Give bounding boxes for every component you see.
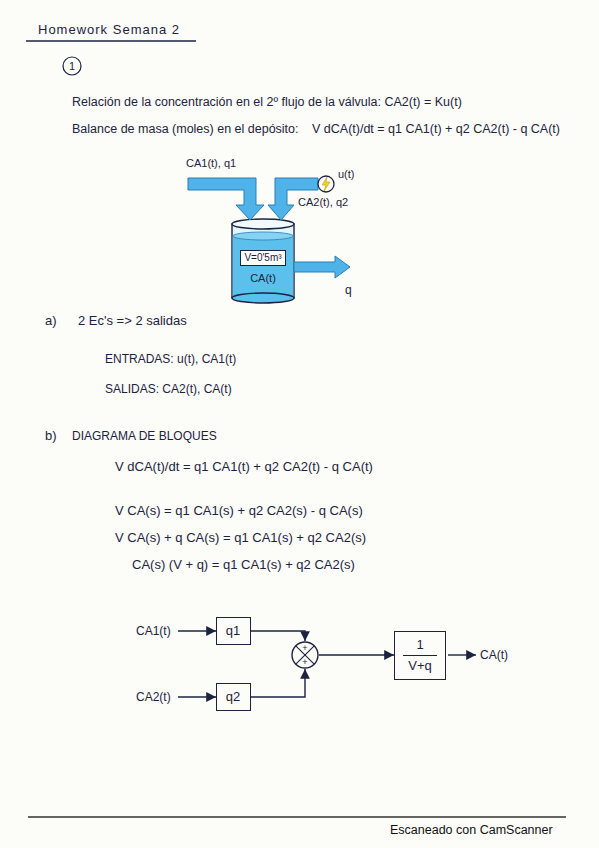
input-line — [178, 630, 216, 631]
outflow-arrow — [294, 256, 350, 278]
block-text: q2 — [226, 689, 240, 705]
summing-junction: ++ — [291, 641, 319, 669]
signal-connector — [319, 654, 394, 655]
signal-label: CA1(t) — [136, 624, 171, 638]
page-title: Homework Semana 2 — [38, 22, 180, 38]
water-surface — [233, 232, 294, 240]
equation: V dCA(t)/dt = q1 CA1(t) + q2 CA2(t) - q … — [115, 459, 373, 475]
note: 2 Ec's => 2 salidas — [78, 313, 187, 329]
watermark: Escaneado con CamScanner — [390, 823, 553, 838]
signal-connector — [251, 669, 306, 697]
tank-top — [232, 219, 294, 229]
signal-label: u(t) — [338, 168, 355, 181]
signal-label: CA(t) — [480, 648, 508, 662]
equation: V dCA(t)/dt = q1 CA1(t) + q2 CA2(t) - q … — [312, 122, 560, 137]
block-text: V+q — [408, 656, 432, 674]
tank-bottom — [232, 293, 294, 303]
valve-symbol — [318, 176, 334, 192]
title-underline — [26, 40, 196, 42]
block-text: q1 — [226, 623, 240, 639]
actuator-bolt — [322, 177, 330, 191]
note: ENTRADAS: u(t), CA1(t) — [105, 352, 236, 366]
transfer-block: 1V+q — [394, 631, 446, 680]
tank-text: V=0'5m³ — [240, 250, 285, 266]
equation: V CA(s) + q CA(s) = q1 CA1(s) + q2 CA2(s… — [115, 530, 366, 546]
tank-glass — [232, 224, 294, 298]
flow-label: q — [345, 283, 352, 297]
signal-label: CA2(t) — [136, 690, 171, 704]
item-letter: b) — [45, 428, 57, 444]
output-line — [448, 654, 476, 655]
junction-circle — [292, 642, 318, 668]
tank-water — [233, 236, 294, 298]
equation: V CA(s) = q1 CA1(s) + q2 CA2(s) - q CA(s… — [115, 503, 363, 519]
page-rule — [28, 816, 566, 818]
number-circle — [63, 57, 81, 75]
sign: + — [291, 657, 319, 667]
note: Balance de masa (moles) en el depósito: — [72, 122, 299, 137]
section-heading: DIAGRAMA DE BLOQUES — [72, 429, 217, 443]
flow-label: CA1(t), q1 — [186, 157, 236, 170]
note: Relación de la concentración en el 2º fl… — [72, 95, 462, 110]
flow-label: CA2(t), q2 — [298, 196, 348, 209]
block-text: 1 — [403, 637, 437, 656]
input-line — [178, 696, 216, 697]
gain-block: q1 — [216, 617, 251, 645]
inflow-arrow — [188, 178, 264, 220]
item-letter: a) — [45, 313, 57, 329]
gain-block: q2 — [216, 683, 251, 711]
signal-connector — [251, 631, 306, 641]
section-number: 1 — [65, 59, 79, 73]
note: SALIDAS: CA2(t), CA(t) — [105, 382, 232, 396]
equation: CA(s) (V + q) = q1 CA1(s) + q2 CA2(s) — [132, 557, 355, 573]
tank: V=0'5m³ CA(t) — [232, 219, 294, 303]
tank-text: CA(t) — [250, 272, 276, 285]
sign: + — [291, 643, 319, 653]
